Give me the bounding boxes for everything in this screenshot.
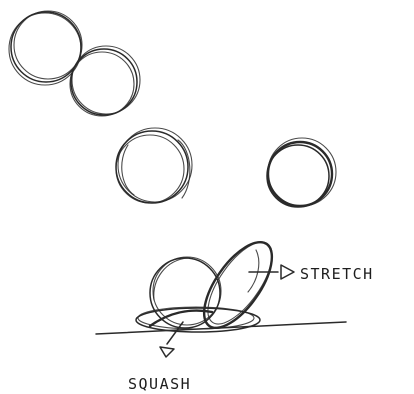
- ball-middle-right: [267, 138, 336, 207]
- stretch-label: STRETCH: [300, 265, 374, 283]
- ball-top-left-1: [9, 11, 82, 85]
- ball-squashed: [136, 307, 260, 332]
- squash-label: SQUASH: [128, 375, 191, 393]
- ball-middle-left: [116, 128, 192, 203]
- ball-pair-top-left: [9, 11, 140, 116]
- ball-bottom-round: [150, 257, 221, 328]
- squash-stretch-study: STRETCH SQUASH: [96, 231, 374, 393]
- ball-stretched: [191, 231, 284, 338]
